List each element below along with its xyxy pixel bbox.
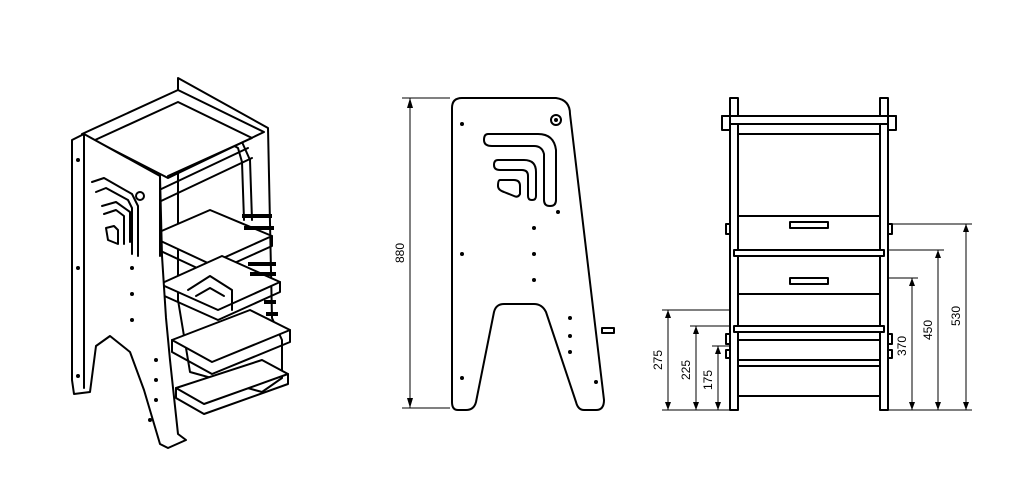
side-handle-cutout-1	[483, 133, 557, 207]
side-peg	[601, 327, 615, 334]
iso-front-small-cutout	[101, 201, 131, 245]
iso-side-brackets	[242, 214, 278, 316]
iso-top-rail-inner	[94, 101, 253, 177]
front-top-rail	[721, 115, 897, 125]
isometric-view	[71, 77, 291, 449]
iso-inner-brace	[187, 275, 233, 311]
front-middle-handle-slot	[789, 277, 829, 285]
dim-label-175: 175	[701, 370, 715, 390]
iso-step-edge	[171, 329, 291, 375]
side-handle-cutout-2	[493, 159, 537, 201]
front-right-dimensions	[888, 223, 972, 411]
iso-top-rail	[81, 89, 265, 179]
iso-bottom-step-edge	[175, 373, 289, 415]
iso-front-tiny-cutout	[105, 225, 119, 245]
dim-label-530: 530	[949, 306, 963, 326]
iso-front-panel-edge	[83, 133, 161, 389]
front-left-dimensions	[662, 309, 730, 411]
iso-front-side-panel	[71, 133, 187, 449]
iso-knob	[135, 191, 145, 201]
side-handle-cutout-3	[497, 179, 521, 198]
dim-label-450: 450	[921, 320, 935, 340]
side-holes	[460, 122, 598, 384]
front-top-handle-slot	[789, 221, 829, 229]
side-panel	[451, 97, 605, 411]
front-middle-box	[737, 255, 881, 295]
side-height-label: 880	[393, 243, 407, 263]
dim-label-225: 225	[679, 360, 693, 380]
front-view: 275 225 175 370 450 530	[651, 97, 972, 411]
iso-front-holes	[76, 158, 158, 422]
front-step-bar	[733, 325, 885, 333]
dim-label-370: 370	[895, 336, 909, 356]
front-rail-end-right	[887, 115, 897, 131]
iso-front-handle-cutout	[91, 177, 139, 257]
dim-label-275: 275	[651, 350, 665, 370]
side-view: 880	[393, 97, 615, 411]
front-rail-end-left	[721, 115, 731, 131]
